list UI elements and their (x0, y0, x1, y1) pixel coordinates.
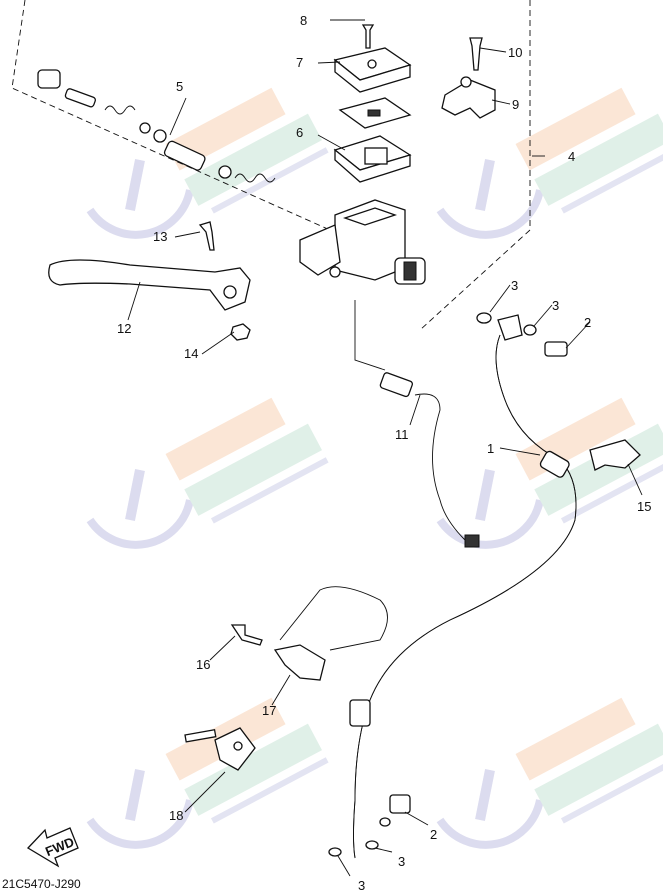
piston-kit (37, 69, 276, 183)
brake-hose (349, 334, 641, 859)
callout-leader (479, 47, 507, 53)
holder-clamp (441, 37, 496, 119)
callout-leader (127, 281, 141, 321)
callout-leader (533, 304, 553, 327)
callout-number: 3 (398, 854, 405, 869)
callout-leader (374, 847, 393, 853)
diagram-code: 21C5470-J290 (2, 877, 81, 891)
callout-leader (317, 134, 346, 151)
callout-leader (271, 674, 291, 706)
callout-leader (565, 321, 591, 349)
callout-number: 6 (296, 125, 303, 140)
callout-number: 3 (358, 878, 365, 892)
lower-parts (184, 586, 411, 857)
fwd-arrow: FWD (26, 827, 79, 868)
callout-number: 9 (512, 97, 519, 112)
callout-number: 18 (169, 808, 183, 823)
callout-leader (337, 855, 351, 877)
watermark-logo (86, 697, 329, 849)
callout-number: 17 (262, 703, 276, 718)
callout-leader (627, 463, 643, 496)
callout-leader (489, 284, 511, 313)
callout-number: 5 (176, 79, 183, 94)
callout-number: 10 (508, 45, 522, 60)
callout-number: 1 (487, 441, 494, 456)
watermarks (86, 87, 663, 849)
brake-switch (354, 300, 480, 548)
watermark-logo (436, 87, 663, 239)
callout-number: 15 (637, 499, 651, 514)
callout-number: 13 (153, 229, 167, 244)
callout-leader (209, 635, 236, 661)
callout-leader (184, 771, 226, 813)
callout-number: 3 (552, 298, 559, 313)
watermark-logo (436, 697, 663, 849)
hose-fittings-top (476, 312, 568, 357)
callout-number: 4 (568, 149, 575, 164)
callout-number: 11 (395, 427, 409, 442)
callout-leader (317, 61, 341, 64)
callout-leader (174, 231, 201, 238)
callout-number: 8 (300, 13, 307, 28)
callout-number: 14 (184, 346, 198, 361)
callout-leader (499, 447, 541, 456)
callout-number: 2 (430, 827, 437, 842)
reservoir-cap-parts (333, 24, 412, 183)
callout-number: 12 (117, 321, 131, 336)
callout-number: 3 (511, 278, 518, 293)
callout-leader (409, 394, 421, 426)
callout-number: 2 (584, 315, 591, 330)
brake-lever (48, 221, 251, 341)
callout-number: 16 (196, 657, 210, 672)
callout-leader (201, 331, 235, 355)
callout-number: 7 (296, 55, 303, 70)
assembly-frame (11, 0, 531, 331)
watermark-logo (86, 87, 329, 239)
callout-leader (491, 99, 511, 105)
watermark-logo (86, 397, 329, 549)
callout-leader (169, 97, 187, 136)
callout-leader (404, 811, 429, 826)
master-cylinder (299, 199, 426, 285)
